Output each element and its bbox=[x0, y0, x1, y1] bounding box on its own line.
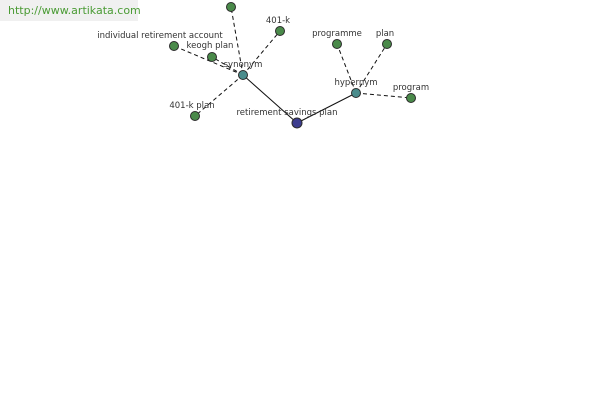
relation-label-hypernym[interactable]: hypernym bbox=[334, 78, 377, 88]
edge-hypernym-t_program bbox=[355, 92, 412, 99]
term-node-plan[interactable] bbox=[382, 39, 392, 49]
term-label-401kplan[interactable]: 401-k plan bbox=[169, 101, 214, 111]
root-label[interactable]: retirement savings plan bbox=[237, 108, 338, 118]
term-node-programme[interactable] bbox=[332, 39, 342, 49]
edge-hypernym-t_plan bbox=[355, 43, 388, 94]
term-label-401k[interactable]: 401-k bbox=[266, 16, 290, 26]
relation-node-hypernym[interactable] bbox=[351, 88, 361, 98]
edge-synonym-t_top bbox=[230, 6, 244, 76]
term-label-keogh[interactable]: keogh plan bbox=[187, 41, 234, 51]
term-label-program[interactable]: program bbox=[393, 83, 429, 93]
edge-hypernym-t_programme bbox=[336, 43, 357, 94]
term-node-ira[interactable] bbox=[169, 41, 179, 51]
term-node-keogh[interactable] bbox=[207, 52, 217, 62]
term-node-top[interactable] bbox=[226, 2, 236, 12]
edge-root-synonym bbox=[242, 74, 298, 124]
edge-synonym-t_keogh bbox=[211, 56, 244, 76]
graph-labels: 401-k individual retirement accountkeogh … bbox=[97, 16, 429, 118]
source-url-link[interactable]: http://www.artikata.com bbox=[0, 0, 141, 21]
edge-root-hypernym bbox=[296, 92, 357, 124]
edge-synonym-t_401k bbox=[242, 30, 281, 76]
relation-node-synonym[interactable] bbox=[238, 70, 248, 80]
term-label-plan[interactable]: plan bbox=[376, 29, 394, 39]
term-node-401kplan[interactable] bbox=[190, 111, 200, 121]
edge-synonym-t_401kplan bbox=[194, 74, 244, 117]
root-node[interactable] bbox=[291, 117, 303, 129]
graph-nodes bbox=[169, 2, 416, 129]
term-label-ira[interactable]: individual retirement account bbox=[97, 31, 223, 41]
term-node-program[interactable] bbox=[406, 93, 416, 103]
term-label-programme[interactable]: programme bbox=[312, 29, 362, 39]
relation-label-synonym[interactable]: synonym bbox=[224, 60, 263, 70]
term-node-401k[interactable] bbox=[275, 26, 285, 36]
